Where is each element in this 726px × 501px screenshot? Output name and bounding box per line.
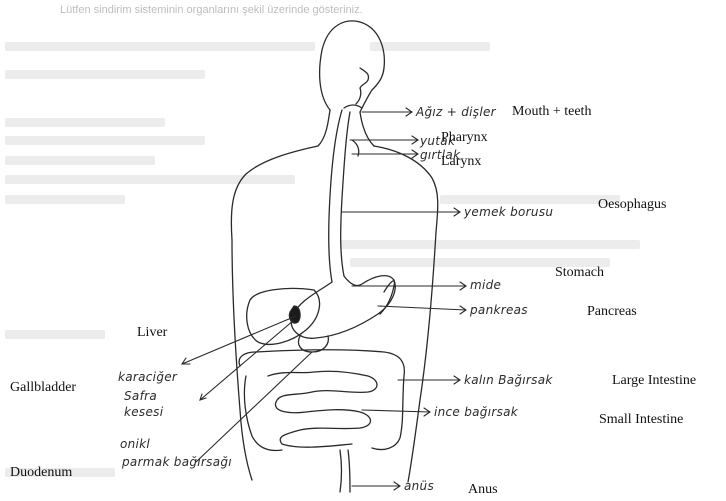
neck-right (360, 112, 374, 146)
handwritten-label-stomach: mide (470, 278, 501, 292)
label-gallbladder: Gallbladder (10, 380, 76, 396)
label-duodenum: Duodenum (10, 465, 72, 481)
label-large-intestine: Large Intestine (612, 373, 696, 389)
handwritten-label-pancreas: pankreas (470, 303, 528, 317)
handwritten-label-mouth: Ağız + dişler (416, 105, 496, 119)
label-stomach: Stomach (555, 265, 604, 281)
handwritten-label-small-intestine: ince bağırsak (434, 405, 518, 419)
pointer-gallbladder (200, 320, 294, 400)
handwritten-label-gallbladder-2: kesesi (124, 405, 163, 419)
label-larynx: Larynx (441, 154, 481, 170)
shoulder-left (231, 146, 318, 240)
pointer-duodenum (196, 352, 312, 462)
pharynx-tube (329, 110, 342, 282)
pointer-liver (182, 316, 296, 364)
gallbladder-shape (289, 306, 300, 323)
head-outline (320, 21, 385, 112)
handwritten-label-large-intestine: kalın Bağırsak (464, 373, 553, 387)
pointer-anus (352, 482, 400, 490)
large-intestine-inner (244, 376, 282, 450)
small-intestine-coils (268, 371, 377, 447)
torso-left (232, 240, 252, 480)
large-intestine (239, 350, 404, 450)
pointer-pancreas (378, 306, 466, 314)
label-small-intestine: Small Intestine (599, 412, 683, 428)
label-anus: Anus (468, 482, 498, 498)
pointer-stomach (352, 282, 466, 290)
anus-right (348, 450, 350, 492)
handwritten-label-duodenum-2: parmak bağırsağı (122, 455, 232, 469)
handwritten-label-gallbladder-1: Safra (124, 389, 157, 403)
torso-right (408, 232, 436, 482)
label-pancreas: Pancreas (587, 304, 637, 320)
pointer-oesophagus (342, 208, 460, 216)
oral-cavity (344, 105, 362, 108)
rectum (340, 450, 342, 492)
pointer-pharynx (350, 136, 418, 144)
label-pharynx: Pharynx (441, 130, 488, 146)
pointer-large-intestine (398, 376, 460, 384)
neck-left (318, 110, 330, 146)
pointer-small-intestine (362, 408, 430, 416)
pointer-mouth (362, 108, 412, 116)
label-mouth-teeth: Mouth + teeth (512, 104, 591, 120)
label-liver: Liver (137, 325, 167, 341)
handwritten-label-anus: anüs (404, 479, 434, 493)
oesophagus-tube (341, 112, 350, 276)
handwritten-label-liver: karaciğer (118, 370, 177, 384)
handwritten-label-duodenum-1: onikl (120, 437, 150, 451)
handwritten-label-oesophagus: yemek borusu (464, 205, 553, 219)
label-oesophagus: Oesophagus (598, 197, 666, 213)
